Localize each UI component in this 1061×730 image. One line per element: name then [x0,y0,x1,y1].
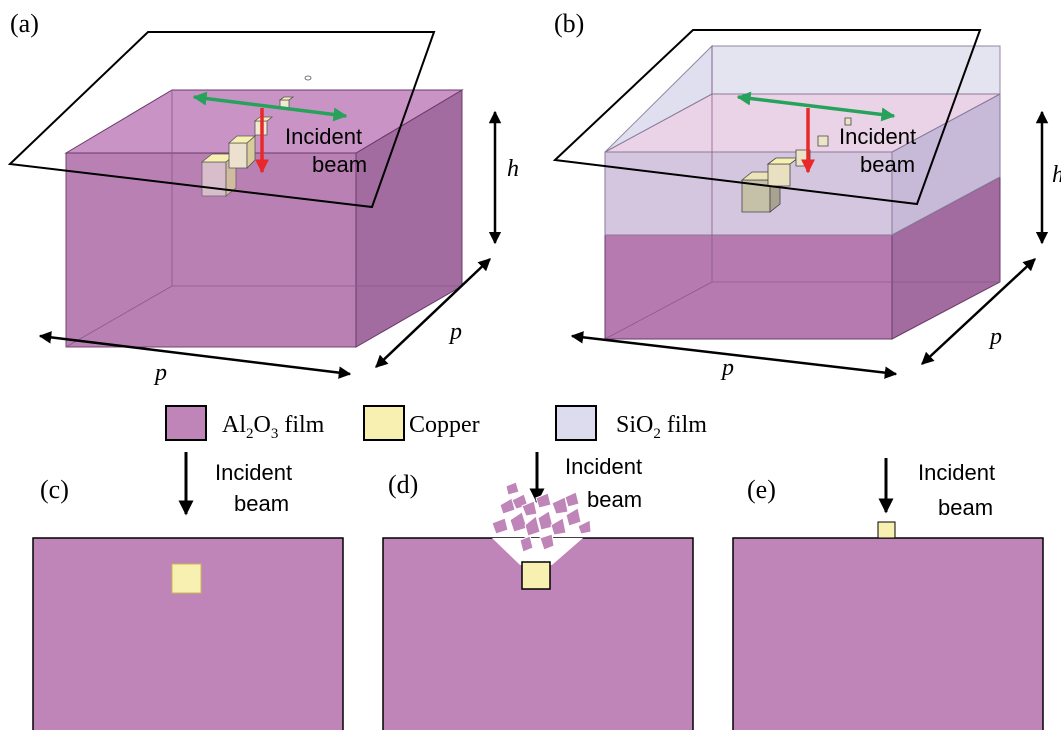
legend-swatch-copper [363,405,405,441]
legend-label-sio2: SiO2 film [616,412,707,442]
beam-label-e-1: Incident [918,460,995,485]
beam-label-d-1: Incident [565,454,642,479]
scan-plane-a [7,31,436,209]
height-label-b: h [1052,162,1061,188]
beam-label-c-1: Incident [215,460,292,485]
copper-particle-c [171,563,202,594]
panel-b-label: (b) [554,9,584,38]
panel-a: (a) Incident beam h [7,9,519,386]
panel-a-label: (a) [10,9,39,38]
height-label-a: h [507,156,519,182]
legend-swatch-sio2 [555,405,597,441]
depth-label-a: p [448,319,462,345]
panel-d: (d) Incident beam [382,452,694,730]
panel-c: (c) Incident beam [32,452,344,730]
panel-b: (b) Incident beam h [552,9,1061,381]
beam-label-a-2: beam [312,152,367,177]
legend: Al2O3 film Copper SiO2 film [165,405,707,442]
copper-particle-e [877,521,896,539]
scan-arrow-a [192,91,348,122]
beam-label-b-1: Incident [839,124,916,149]
width-arrow-b [570,331,898,379]
ablation-fragments-d [491,481,592,553]
beam-label-d-2: beam [587,487,642,512]
legend-label-copper: Copper [409,412,480,438]
panel-e-label: (e) [747,475,776,504]
scan-arrow-b [736,91,896,122]
width-label-a: p [153,360,167,386]
depth-label-b: p [988,324,1002,350]
scan-plane-b [552,29,982,206]
legend-swatch-al2o3 [165,405,207,441]
width-label-b: p [720,355,734,381]
beam-label-c-2: beam [234,491,289,516]
beam-label-e-2: beam [938,495,993,520]
depth-arrow-a [375,258,491,368]
substrate-e [732,537,1044,730]
width-arrow-a [38,331,352,379]
beam-label-a-1: Incident [285,124,362,149]
depth-arrow-b [921,258,1036,365]
beam-label-b-2: beam [860,152,915,177]
panel-c-label: (c) [40,475,69,504]
panel-e: (e) Incident beam [732,458,1044,730]
layered-box-b [604,44,1001,340]
legend-label-al2o3: Al2O3 film [222,412,325,442]
copper-particles-b [740,117,852,213]
panel-d-label: (d) [388,470,418,499]
copper-particle-d [521,561,551,590]
crater-d [492,538,583,565]
